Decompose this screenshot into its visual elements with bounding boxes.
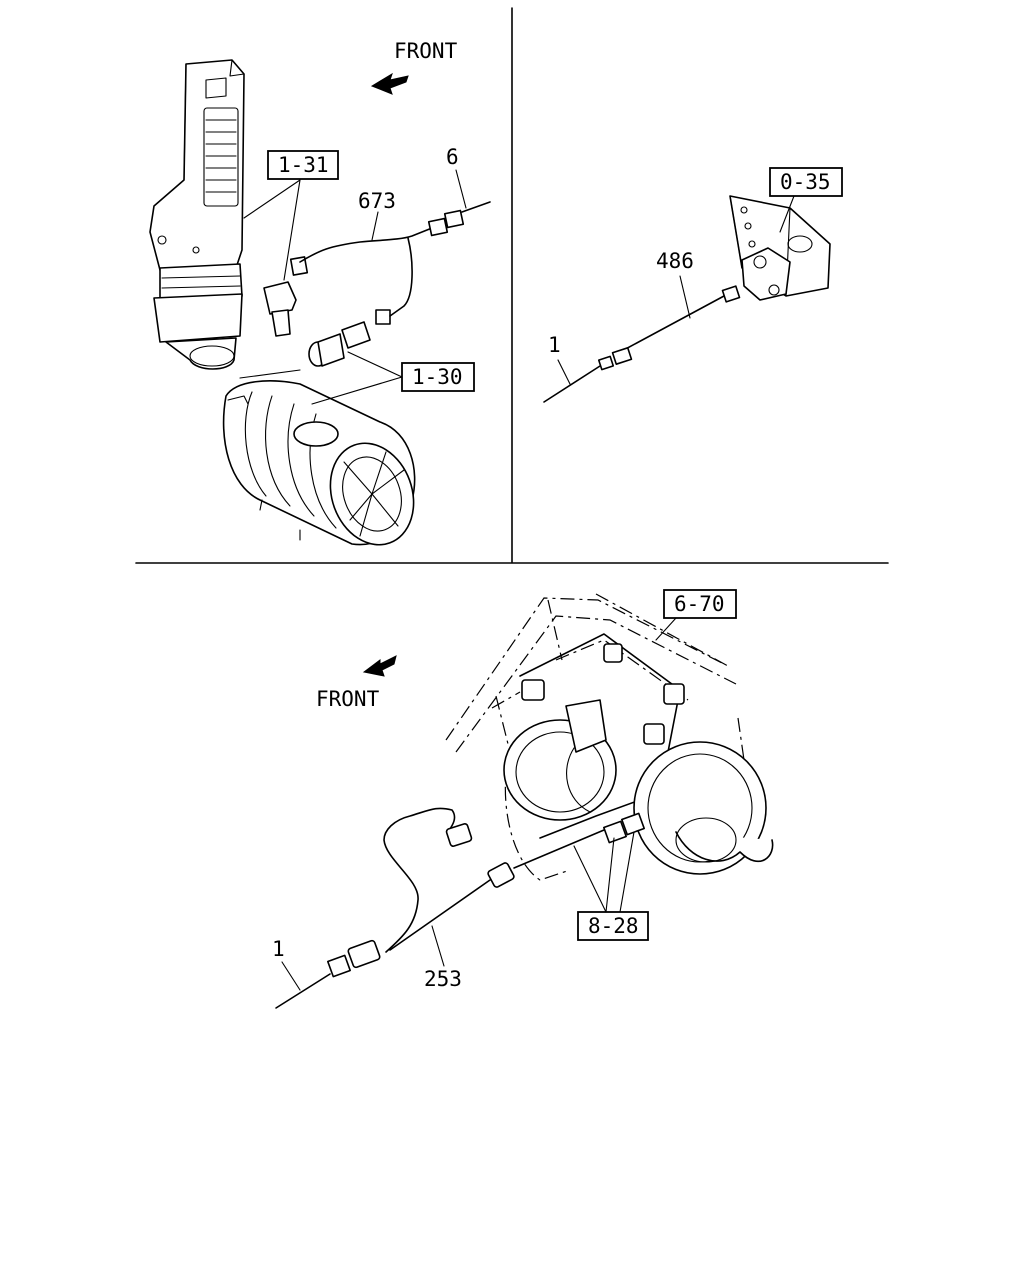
part-number-486: 486	[656, 249, 694, 273]
harness-253	[383, 807, 456, 953]
part-number-6: 6	[446, 145, 459, 169]
harness-1-top	[543, 365, 601, 403]
horn-right	[633, 741, 774, 875]
callout-box-6-70	[663, 589, 737, 619]
bottom-panel: FRONT	[272, 589, 774, 1009]
horn-left	[503, 699, 617, 821]
top-right-panel: 0-35 486 1	[543, 167, 843, 403]
front-label-bottom: FRONT	[316, 687, 380, 711]
harness-1-bottom	[275, 973, 331, 1009]
sensor-1-30	[308, 309, 391, 367]
callout-8-28: 8-28	[588, 914, 639, 938]
part-number-673: 673	[358, 189, 396, 213]
air-cleaner	[222, 380, 416, 546]
front-label-top: FRONT	[394, 39, 458, 63]
callout-box-8-28	[577, 911, 649, 941]
sensor-1-31	[263, 256, 309, 337]
part-number-1-top: 1	[548, 333, 561, 357]
front-arrow-top-icon	[370, 72, 409, 95]
harness-486	[619, 295, 725, 353]
frame-rails	[445, 593, 745, 881]
callout-box-1-31	[267, 150, 339, 180]
part-number-1-bottom: 1	[272, 937, 285, 961]
callout-box-1-30	[401, 362, 475, 392]
top-left-panel: FRONT	[149, 39, 491, 546]
callout-1-31: 1-31	[278, 153, 329, 177]
callout-0-35: 0-35	[780, 170, 831, 194]
front-arrow-bottom-icon	[362, 655, 397, 677]
switch-bracket	[729, 195, 831, 301]
intake-duct	[149, 59, 245, 370]
harness-673	[299, 227, 433, 263]
part-number-253: 253	[424, 967, 462, 991]
callout-1-30: 1-30	[412, 365, 463, 389]
callout-box-0-35	[769, 167, 843, 197]
callout-6-70: 6-70	[674, 592, 725, 616]
harness-6	[461, 201, 491, 213]
